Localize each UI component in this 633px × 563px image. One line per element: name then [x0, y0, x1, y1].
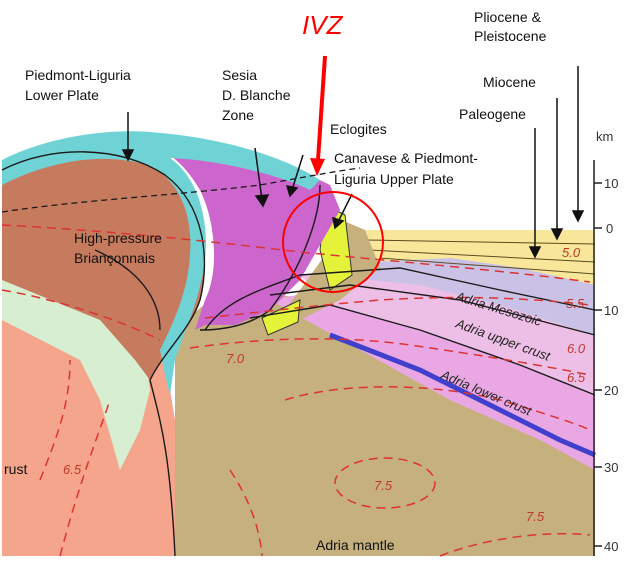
depth-axis [594, 160, 602, 556]
label-canavese-line2: Liguria Upper Plate [334, 171, 454, 187]
depth-tick-label: 30 [604, 460, 618, 475]
velocity-label: 7.0 [226, 351, 245, 366]
depth-tick-label: 10 [604, 303, 618, 318]
label-lower-plate-line2: Lower Plate [25, 87, 99, 103]
velocity-label: 6.0 [567, 341, 586, 356]
label-eclogites: Eclogites [330, 121, 387, 137]
label-briançonnais-line1: High-pressure [74, 230, 162, 246]
label-adria-mantle: Adria mantle [316, 537, 395, 553]
velocity-label: 7.5 [526, 509, 545, 524]
label-sesia-line1: Sesia [222, 67, 257, 83]
ivz-annotation: IVZ [302, 10, 344, 40]
depth-tick-label: 20 [604, 383, 618, 398]
depth-axis-unit: km [596, 129, 613, 144]
label-sesia-line2: D. Blanche [222, 87, 291, 103]
label-miocene: Miocene [483, 74, 536, 90]
label-canavese-line1: Canavese & Piedmont- [334, 150, 478, 166]
velocity-label: 6.5 [567, 370, 586, 385]
velocity-label: 5.5 [566, 296, 585, 311]
label-lower-plate-line1: Piedmont-Liguria [25, 67, 131, 83]
depth-tick-label: 40 [604, 539, 618, 554]
velocity-label: 5.0 [562, 245, 581, 260]
label-briançonnais-line2: Briançonnais [74, 250, 155, 266]
label-pleistocene: Pleistocene [474, 28, 547, 44]
label-pliocene: Pliocene & [474, 9, 542, 25]
velocity-label: 7.5 [374, 478, 393, 493]
label-crust: rust [4, 461, 27, 477]
depth-tick-label: 10 [604, 176, 618, 191]
velocity-label: 6.5 [63, 462, 82, 477]
label-paleogene: Paleogene [459, 106, 526, 122]
depth-tick-label: 0 [606, 221, 613, 236]
label-sesia-line3: Zone [222, 107, 254, 123]
